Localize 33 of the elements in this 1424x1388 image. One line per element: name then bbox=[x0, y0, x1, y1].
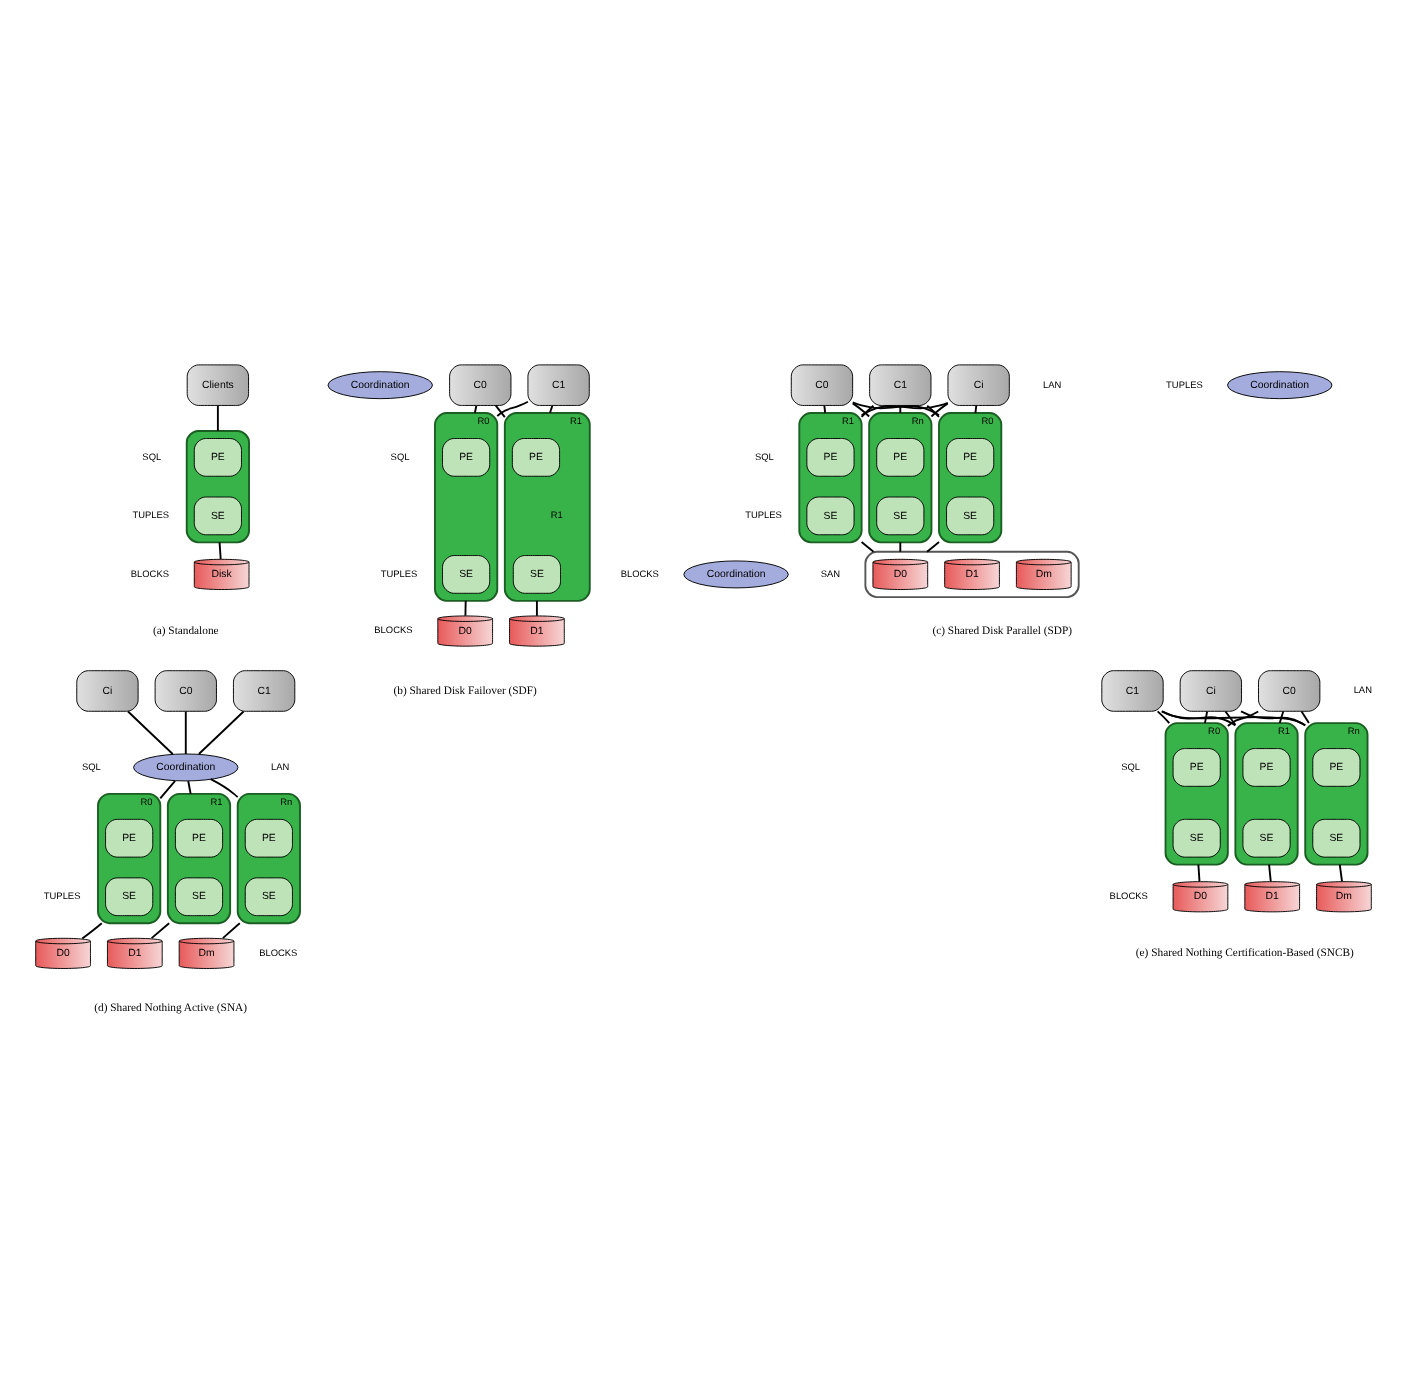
connector bbox=[535, 598, 538, 616]
connector bbox=[81, 921, 103, 939]
connector bbox=[221, 921, 241, 939]
connector bbox=[218, 540, 222, 559]
connector bbox=[1224, 709, 1237, 725]
cluster bbox=[864, 549, 1080, 597]
connector bbox=[150, 921, 171, 939]
connector bbox=[1268, 862, 1272, 882]
connector bbox=[899, 540, 902, 552]
connector bbox=[494, 403, 506, 418]
connector bbox=[974, 403, 978, 413]
connector bbox=[851, 401, 871, 417]
connector bbox=[823, 403, 827, 413]
connector bbox=[1300, 709, 1310, 724]
connector bbox=[930, 401, 949, 417]
connector bbox=[197, 709, 245, 754]
cluster bbox=[185, 429, 250, 543]
connector bbox=[1161, 709, 1237, 726]
connector bbox=[496, 399, 529, 416]
connector bbox=[926, 540, 940, 552]
connector bbox=[127, 709, 174, 754]
connector bbox=[1338, 862, 1343, 882]
connector bbox=[860, 540, 875, 552]
connector bbox=[187, 779, 192, 794]
connector bbox=[473, 403, 478, 413]
connector bbox=[216, 403, 219, 431]
connector bbox=[159, 778, 177, 799]
connector bbox=[1203, 709, 1209, 724]
connector bbox=[1197, 862, 1201, 882]
connector bbox=[209, 777, 239, 798]
connector bbox=[1226, 709, 1260, 727]
connector bbox=[184, 709, 187, 754]
connector bbox=[549, 403, 554, 413]
